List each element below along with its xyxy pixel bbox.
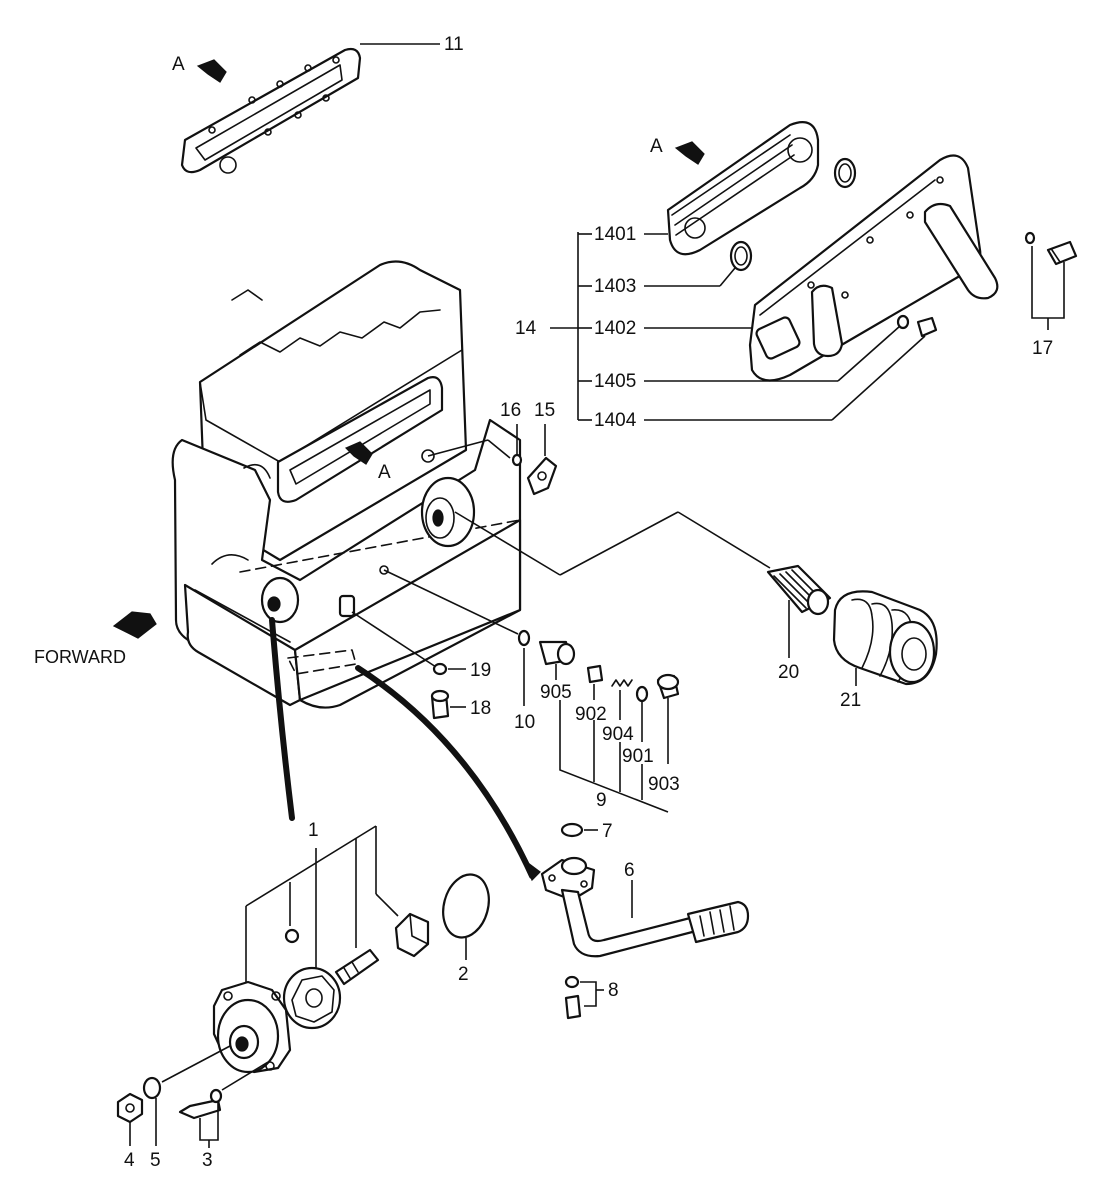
- callout-3: 3: [202, 1150, 213, 1171]
- forward-label: FORWARD: [34, 647, 126, 667]
- o-ring-1403[interactable]: [729, 240, 753, 272]
- drive-coupling[interactable]: [394, 912, 430, 958]
- gasket-2[interactable]: [436, 869, 495, 942]
- bolt-washer-8[interactable]: [564, 975, 582, 1020]
- cooler-body-1402[interactable]: [748, 154, 999, 382]
- guide-line-pump: [269, 617, 295, 821]
- callout-904: 904: [602, 724, 634, 745]
- washer-1405[interactable]: [896, 314, 910, 330]
- view-a-label-block: A: [378, 462, 391, 483]
- spring-904[interactable]: [611, 679, 633, 687]
- callout-8: 8: [608, 980, 619, 1001]
- plug-903[interactable]: [656, 673, 680, 700]
- callout-1: 1: [308, 820, 319, 841]
- callout-905: 905: [540, 682, 572, 703]
- callout-16: 16: [500, 400, 521, 421]
- gasket-part-11[interactable]: [180, 47, 362, 174]
- bracket-8: [580, 981, 597, 1007]
- callout-10: 10: [514, 712, 535, 733]
- pin-1a[interactable]: [284, 928, 300, 944]
- callout-9: 9: [596, 790, 607, 811]
- callout-21: 21: [840, 690, 861, 711]
- valve-body-905[interactable]: [538, 640, 576, 666]
- engine-block[interactable]: [171, 260, 522, 709]
- washer-5[interactable]: [142, 1076, 162, 1100]
- cover-plate-15[interactable]: [526, 456, 558, 496]
- shaft[interactable]: [334, 948, 380, 986]
- filter-nipple-20[interactable]: [766, 564, 832, 616]
- callout-2: 2: [458, 964, 469, 985]
- callout-902: 902: [575, 704, 607, 725]
- callout-4: 4: [124, 1150, 135, 1171]
- oil-cooler-core-1401[interactable]: [666, 121, 820, 256]
- plug-18[interactable]: [430, 689, 450, 720]
- valve-902[interactable]: [586, 664, 604, 684]
- callout-1402: 1402: [594, 318, 636, 339]
- callout-903: 903: [648, 774, 680, 795]
- bracket-1: [245, 825, 377, 907]
- callout-901: 901: [622, 746, 654, 767]
- callout-11: 11: [444, 34, 464, 55]
- callout-19: 19: [470, 660, 491, 681]
- forward-arrow: FORWARD: [34, 611, 157, 667]
- callout-6: 6: [624, 860, 635, 881]
- callout-14: 14: [515, 318, 537, 339]
- view-a-arrow-block: A: [344, 441, 391, 483]
- view-a-arrow-top: A: [172, 54, 227, 83]
- callout-1403: 1403: [594, 276, 636, 297]
- washer-901[interactable]: [635, 685, 649, 703]
- callout-18: 18: [470, 698, 491, 719]
- washer-3[interactable]: [209, 1088, 223, 1104]
- bolt-1404[interactable]: [916, 316, 938, 338]
- view-a-label-top: A: [172, 54, 185, 75]
- rotor-set[interactable]: [282, 966, 342, 1030]
- oil-pipe-strainer-6[interactable]: [540, 856, 750, 958]
- o-ring-top[interactable]: [833, 157, 857, 189]
- guide-line-pipe: [355, 665, 535, 879]
- callout-20: 20: [778, 662, 799, 683]
- clip-19[interactable]: [432, 662, 448, 676]
- washer-16[interactable]: [511, 453, 523, 467]
- view-a-label-cooler: A: [650, 136, 663, 157]
- bolt-washer-17[interactable]: [1024, 231, 1078, 266]
- callout-1401: 1401: [594, 224, 636, 245]
- callout-15: 15: [534, 400, 555, 421]
- view-a-arrow-cooler: A: [650, 136, 705, 165]
- bolt-3[interactable]: [178, 1098, 222, 1120]
- pump-body[interactable]: [212, 980, 292, 1074]
- callout-1405: 1405: [594, 371, 636, 392]
- bracket-9: [559, 700, 669, 813]
- callout-17: 17: [1032, 338, 1053, 359]
- oil-filter-21[interactable]: [832, 590, 938, 686]
- callout-1404: 1404: [594, 410, 637, 431]
- callout-5: 5: [150, 1150, 161, 1171]
- washer-10[interactable]: [517, 629, 531, 647]
- o-ring-7[interactable]: [560, 822, 584, 838]
- nut-4[interactable]: [116, 1092, 144, 1124]
- callout-7: 7: [602, 821, 613, 842]
